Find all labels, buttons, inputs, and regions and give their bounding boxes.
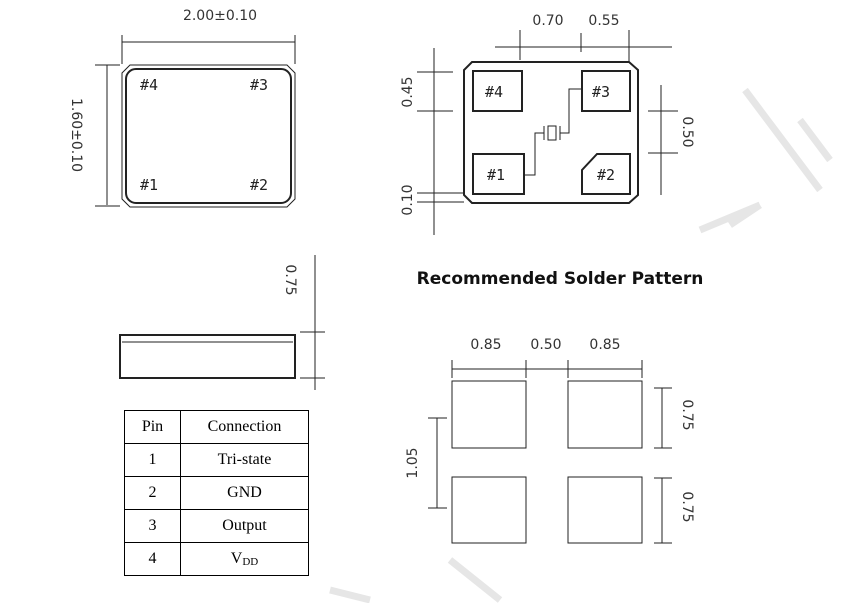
table-row: 1 Tri-state [124, 443, 309, 477]
side-view: 0.75 [119, 255, 325, 390]
pin-number: 3 [124, 509, 181, 543]
pin-label: #2 [250, 176, 268, 194]
dim-pad-height: 0.75 [679, 491, 695, 522]
table-header: Pin Connection [124, 410, 309, 444]
table-row: 2 GND [124, 476, 309, 510]
pin-label: #3 [250, 76, 268, 94]
pin-number: 4 [124, 542, 181, 576]
bottom-view: 0.70 0.55 #4 #3 #1 #2 0.45 0.10 0.50 [400, 13, 695, 235]
pin-label: #4 [485, 83, 503, 101]
pin-label: #1 [140, 176, 158, 194]
pin-label: #2 [597, 166, 615, 184]
height-dim: 1.60±0.10 [68, 98, 84, 172]
watermark [329, 87, 833, 603]
pin-table: Pin Connection 1 Tri-state 2 GND 3 Outpu… [124, 410, 309, 576]
vdd-label: V [230, 550, 243, 567]
pin-connection: VDD [180, 542, 309, 576]
dim-0-70: 0.70 [532, 13, 563, 29]
solder-pattern-title: Recommended Solder Pattern [417, 269, 704, 289]
dim-width: 0.85 [470, 337, 501, 353]
dim-width: 0.85 [589, 337, 620, 353]
width-dim: 2.00±0.10 [183, 8, 257, 24]
dim-0-75: 0.75 [282, 264, 298, 295]
table-row: 4 VDD [124, 542, 309, 576]
pin-connection: Output [180, 509, 309, 543]
vdd-subscript: DD [242, 556, 259, 568]
dim-0-10: 0.10 [400, 184, 416, 215]
pin-number: 1 [124, 443, 181, 477]
dim-0-55: 0.55 [588, 13, 619, 29]
pin-number: 2 [124, 476, 181, 510]
pin-label: #4 [140, 76, 158, 94]
dim-gap: 0.50 [530, 337, 561, 353]
solder-pattern: Recommended Solder Pattern 0.85 0.50 0.8… [405, 269, 704, 544]
header-pin: Pin [124, 410, 181, 444]
pin-label: #1 [487, 166, 505, 184]
top-view: 2.00±0.10 1.60±0.10 #4 #3 #1 #2 [68, 8, 296, 208]
pin-connection: Tri-state [180, 443, 309, 477]
dim-0-45: 0.45 [400, 76, 416, 107]
dim-0-50: 0.50 [679, 116, 695, 147]
pin-label: #3 [592, 83, 610, 101]
table-row: 3 Output [124, 509, 309, 543]
pin-connection: GND [180, 476, 309, 510]
header-connection: Connection [180, 410, 309, 444]
dim-1-05: 1.05 [405, 447, 421, 478]
dim-pad-height: 0.75 [679, 399, 695, 430]
